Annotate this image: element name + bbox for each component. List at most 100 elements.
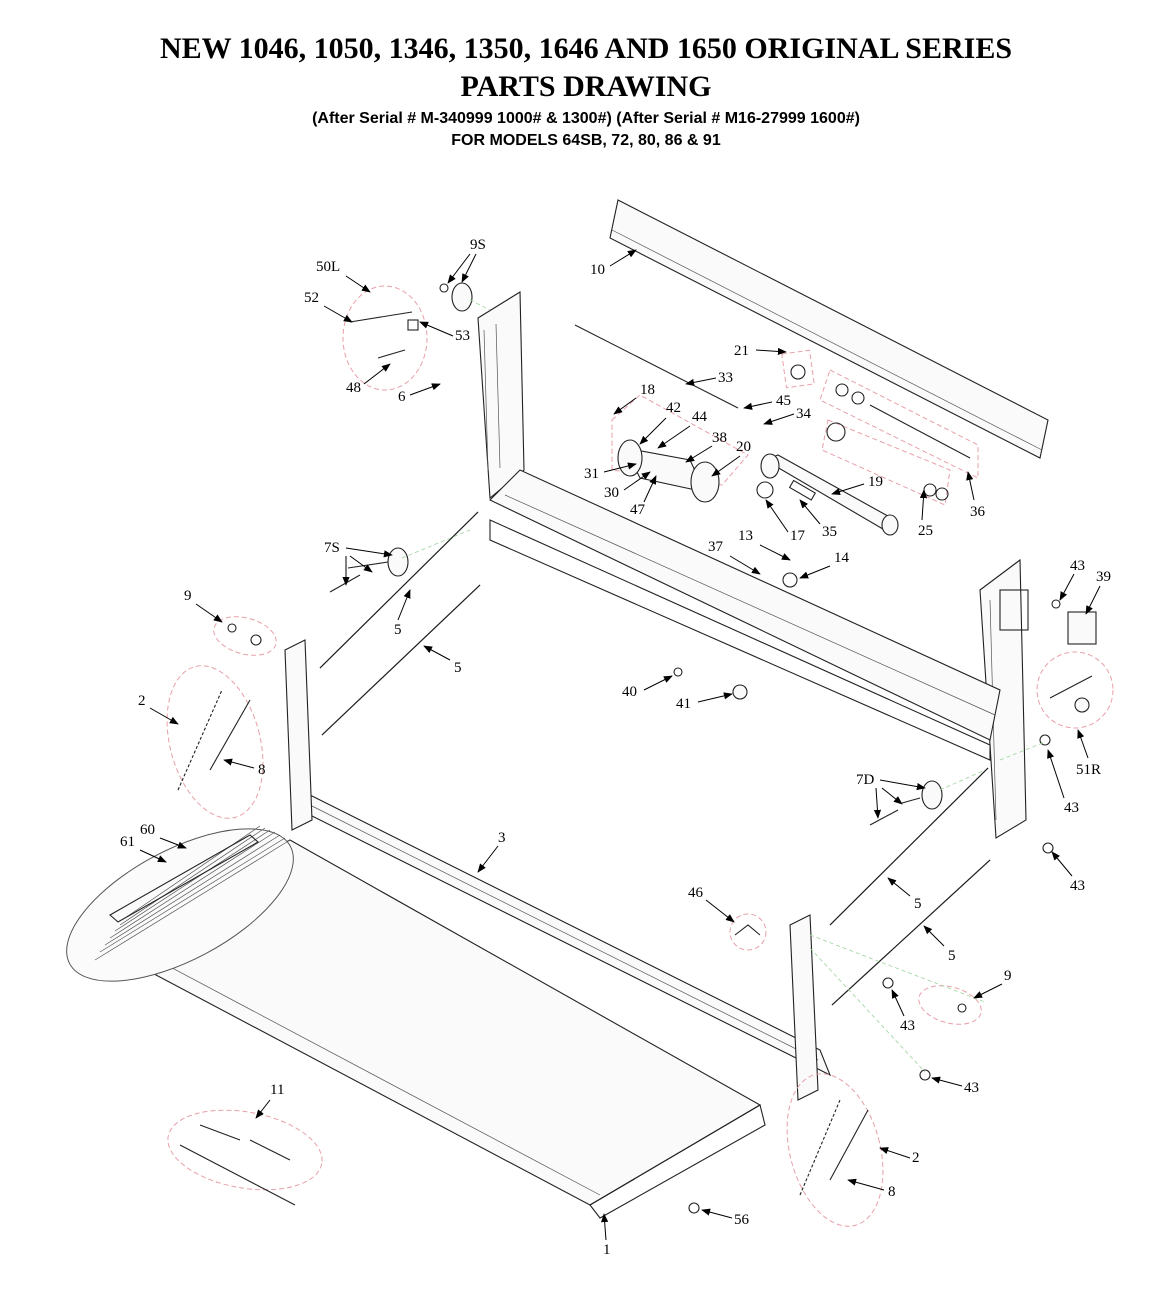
callout-1: 1: [601, 1213, 611, 1258]
callout-46: 46: [688, 885, 735, 923]
leader-arrow: [139, 849, 167, 863]
leader-arrow: [891, 989, 905, 1017]
leader-arrow: [255, 1099, 271, 1119]
left-front-upright: [284, 639, 313, 831]
callout-25: 25: [918, 489, 933, 539]
leader-arrow: [1059, 573, 1075, 601]
callout-5c: 5: [887, 877, 922, 912]
callout-label: 5: [454, 660, 462, 676]
callout-5d: 5: [923, 925, 956, 964]
top-cover-plate: [609, 199, 1049, 459]
leader-arrow: [1051, 851, 1073, 877]
callout-61: 61: [120, 834, 167, 863]
leader-arrow: [323, 305, 353, 323]
callout-label: 35: [822, 524, 837, 540]
leader-arrow: [1047, 749, 1065, 799]
callout-14: 14: [799, 550, 850, 579]
leader-arrow: [763, 413, 795, 425]
callout-label: 5: [914, 896, 922, 912]
callout-label: 44: [692, 409, 708, 425]
leader-arrow: [923, 925, 945, 947]
callout-30: 30: [604, 471, 651, 501]
leader-arrow: [149, 707, 179, 725]
group-50l: [342, 285, 428, 391]
group-9-right: [918, 985, 982, 1025]
models-note: FOR MODELS 64SB, 72, 80, 86 & 91: [451, 132, 721, 149]
callout-53: 53: [419, 321, 470, 344]
callout-label: 14: [834, 550, 850, 566]
leader-arrow: [397, 589, 411, 621]
callout-5b: 5: [423, 645, 462, 676]
callout-2a: 2: [138, 693, 179, 725]
group-46: [729, 913, 767, 951]
title-line-1: NEW 1046, 1050, 1346, 1350, 1646 AND 165…: [159, 32, 1013, 65]
callout-43d: 43: [891, 989, 915, 1034]
callout-label: 5: [394, 622, 402, 638]
callout-label: 43: [1064, 800, 1079, 816]
callout-9a: 9: [184, 588, 223, 623]
leader-arrow: [765, 499, 789, 533]
left-rear-upright: [477, 291, 525, 500]
callout-label: 8: [258, 762, 266, 778]
leader-arrow: [831, 483, 865, 496]
leader-arrow: [743, 401, 773, 410]
callout-label: 43: [1070, 878, 1085, 894]
callout-label: 34: [796, 406, 812, 422]
leader-arrow: [363, 363, 391, 385]
callout-label: 50L: [316, 259, 340, 275]
callout-label: 2: [138, 693, 146, 709]
callout-9s: 9S: [447, 237, 486, 284]
leader-arrow: [447, 253, 471, 284]
leader-arrow: [477, 845, 499, 873]
callout-label: 48: [346, 380, 361, 396]
callout-label: 45: [776, 393, 791, 409]
leader-arrow: [601, 1213, 609, 1241]
callout-label: 53: [455, 328, 470, 344]
drawing-header: NEW 1046, 1050, 1346, 1350, 1646 AND 165…: [0, 30, 1172, 152]
callout-label: 39: [1096, 569, 1111, 585]
callout-38: 38: [685, 430, 727, 463]
leader-arrow: [613, 397, 637, 415]
callout-21: 21: [734, 343, 787, 359]
callout-18: 18: [613, 382, 655, 415]
callout-label: 38: [712, 430, 727, 446]
callout-label: 37: [708, 539, 724, 555]
leader-arrow: [423, 645, 451, 661]
group-51r: [1036, 651, 1114, 729]
pump-rod: [574, 324, 739, 409]
callout-label: 8: [888, 1184, 896, 1200]
callout-label: 51R: [1076, 762, 1101, 778]
leader-arrow: [223, 758, 255, 769]
callout-label: 21: [734, 343, 749, 359]
callout-51r: 51R: [1076, 729, 1101, 778]
callout-35: 35: [799, 499, 837, 540]
callout-7s: 7S: [324, 540, 393, 586]
callout-6: 6: [398, 383, 441, 405]
leader-arrow: [603, 462, 637, 473]
callout-5a: 5: [394, 589, 411, 638]
leader-arrow: [1085, 585, 1101, 615]
callout-37: 37: [708, 539, 761, 575]
callout-label: 1: [603, 1242, 611, 1258]
bracket-39: [999, 589, 1097, 645]
callout-label: 11: [270, 1082, 284, 1098]
group-9-left: [213, 616, 277, 656]
callout-label: 43: [900, 1018, 915, 1034]
callout-40: 40: [622, 675, 673, 700]
callout-label: 7S: [324, 540, 340, 556]
callout-39: 39: [1085, 569, 1111, 615]
callout-label: 41: [676, 696, 691, 712]
callout-label: 10: [590, 262, 605, 278]
callout-label: 7D: [856, 772, 875, 788]
callout-label: 3: [498, 830, 506, 846]
callout-label: 9: [184, 588, 192, 604]
callout-43e: 43: [931, 1076, 979, 1096]
callout-31: 31: [584, 462, 637, 482]
leader-arrow: [657, 425, 691, 449]
fittings: [673, 479, 1061, 1214]
callout-label: 20: [736, 439, 751, 455]
leader-arrow: [643, 675, 673, 691]
group-11: [167, 1109, 323, 1206]
sheave-7d: [869, 780, 943, 826]
